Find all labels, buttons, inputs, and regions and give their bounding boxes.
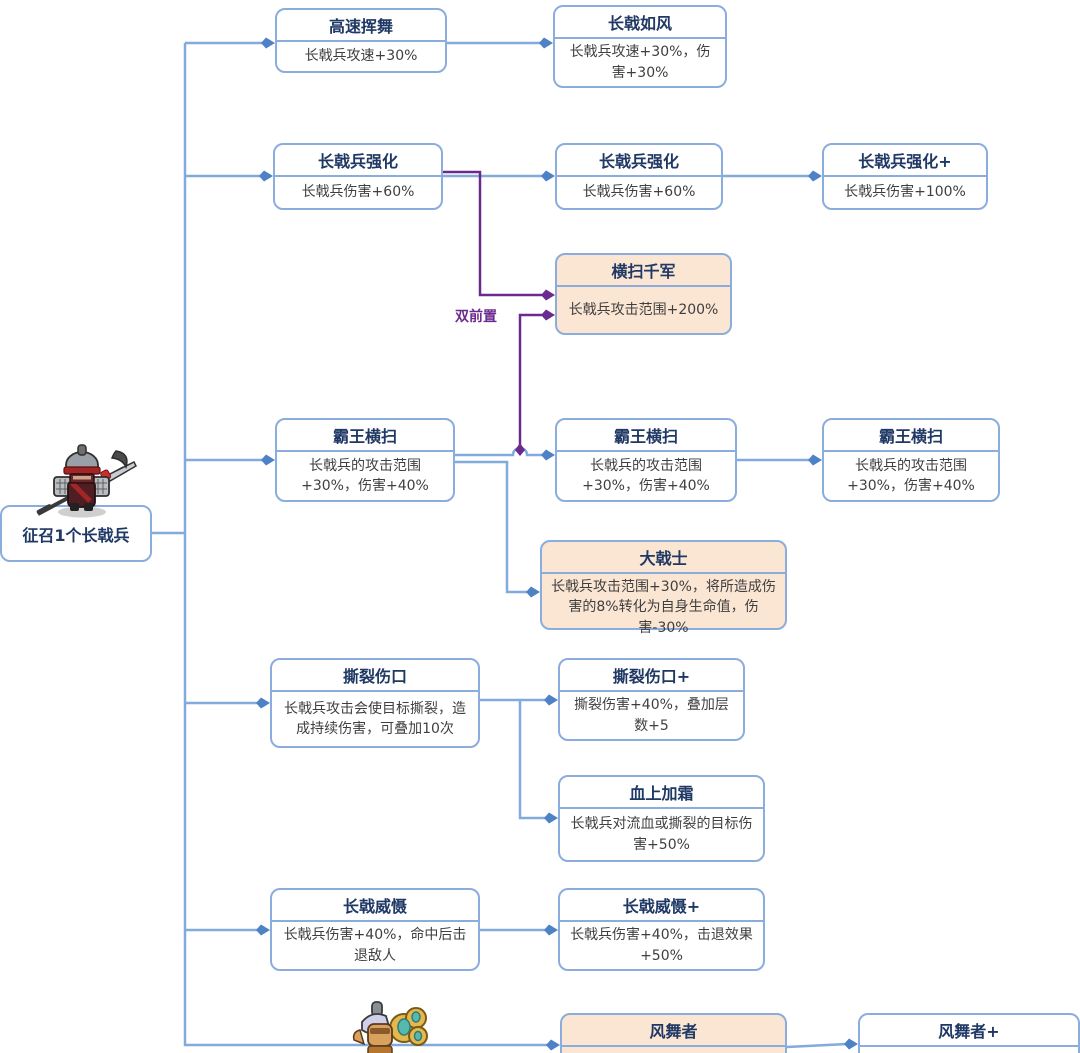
skill-node-sweep-thousand-armies[interactable]: 横扫千军 长戟兵攻击范围+200% (555, 253, 732, 335)
skill-description: 长戟兵攻击范围+200% (568, 301, 719, 318)
skill-node-halberd-deterrence-plus[interactable]: 长戟威慑+ 长戟兵伤害+40%，击退效果+50% (558, 888, 765, 971)
root-node-label: 征召1个长戟兵 (22, 525, 130, 545)
skill-description: 长戟兵伤害+60% (301, 184, 415, 201)
skill-description: 长戟兵伤害+40%，击退效果+50% (570, 927, 753, 964)
skill-title: 大戟士 (542, 542, 785, 574)
skill-description: 撕裂伤害+40%，叠加层数+5 (574, 697, 729, 734)
skill-title: 撕裂伤口 (272, 660, 478, 692)
skill-title: 长戟威慑 (272, 890, 478, 922)
skill-description: 长戟兵伤害+100% (844, 184, 966, 201)
skill-node-halberd-like-wind[interactable]: 长戟如风 长戟兵攻速+30%，伤害+30% (553, 5, 727, 88)
skill-node-overlord-sweep-2[interactable]: 霸王横扫 长戟兵的攻击范围+30%，伤害+40% (555, 418, 737, 502)
skill-title: 横扫千军 (557, 255, 730, 287)
skill-title: 霸王横扫 (824, 420, 998, 452)
skill-title: 霸王横扫 (277, 420, 453, 452)
skill-description: 长戟兵攻速+30% (304, 48, 418, 65)
skill-description: 长戟兵对流血或撕裂的目标伤害+50% (570, 816, 753, 853)
skill-node-great-halberdier[interactable]: 大戟士 长戟兵攻击范围+30%，将所造成伤害的8%转化为自身生命值，伤害-30% (540, 540, 787, 636)
skill-node-wind-dancer[interactable]: 风舞者 长戟兵攻击后释放3道小旋 (560, 1013, 787, 1053)
skill-title: 长戟兵强化 (557, 145, 721, 177)
skill-description: 长戟兵攻击范围+30%，将所造成伤害的8%转化为自身生命值，伤害-30% (551, 579, 776, 636)
skill-title: 长戟兵强化+ (824, 145, 986, 177)
halberdier-icon (28, 443, 142, 519)
skill-title: 长戟威慑+ (560, 890, 763, 922)
skill-description: 长戟兵攻速+30%，伤害+30% (569, 44, 711, 81)
skill-title: 霸王横扫 (557, 420, 735, 452)
skill-node-overlord-sweep-1[interactable]: 霸王横扫 长戟兵的攻击范围+30%，伤害+40% (275, 418, 455, 502)
skill-node-wind-dancer-plus[interactable]: 风舞者+ (858, 1013, 1080, 1053)
skill-node-overlord-sweep-3[interactable]: 霸王横扫 长戟兵的攻击范围+30%，伤害+40% (822, 418, 1000, 502)
skill-title: 长戟兵强化 (275, 145, 441, 177)
skill-title: 高速挥舞 (277, 10, 445, 42)
skill-description: 长戟兵的攻击范围+30%，伤害+40% (582, 457, 710, 494)
skill-title: 长戟如风 (555, 7, 725, 39)
skill-node-tearing-wound[interactable]: 撕裂伤口 长戟兵攻击会使目标撕裂，造成持续伤害，可叠加10次 (270, 658, 480, 748)
skill-description: 长戟兵攻击后释放3道小旋 (562, 1047, 785, 1053)
skill-node-high-speed-swing[interactable]: 高速挥舞 长戟兵攻速+30% (275, 8, 447, 73)
purple-arrowheads (515, 289, 555, 456)
wind-dancer-icon (338, 1000, 434, 1053)
skill-node-halberd-enhance-2[interactable]: 长戟兵强化 长戟兵伤害+60% (555, 143, 723, 210)
skill-node-halberd-enhance-1[interactable]: 长戟兵强化 长戟兵伤害+60% (273, 143, 443, 210)
skill-description (860, 1047, 1078, 1053)
skill-description: 长戟兵的攻击范围+30%，伤害+40% (847, 457, 975, 494)
skill-description: 长戟兵攻击会使目标撕裂，造成持续伤害，可叠加10次 (284, 700, 466, 737)
edge-label-dual-prerequisite: 双前置 (455, 309, 497, 325)
skill-description: 长戟兵伤害+60% (582, 184, 696, 201)
skill-node-blood-on-frost[interactable]: 血上加霜 长戟兵对流血或撕裂的目标伤害+50% (558, 775, 765, 862)
skill-description: 长戟兵的攻击范围+30%，伤害+40% (301, 457, 429, 494)
root-node-summon-halberdier[interactable]: 征召1个长戟兵 (0, 505, 152, 562)
skill-title: 风舞者 (562, 1015, 785, 1047)
skill-node-tearing-wound-plus[interactable]: 撕裂伤口+ 撕裂伤害+40%，叠加层数+5 (558, 658, 745, 741)
skill-node-halberd-enhance-plus[interactable]: 长戟兵强化+ 长戟兵伤害+100% (822, 143, 988, 210)
skill-description: 长戟兵伤害+40%，命中后击退敌人 (283, 927, 467, 964)
skill-title: 撕裂伤口+ (560, 660, 743, 692)
skill-node-halberd-deterrence[interactable]: 长戟威慑 长戟兵伤害+40%，命中后击退敌人 (270, 888, 480, 971)
skill-title: 风舞者+ (860, 1015, 1078, 1047)
skill-title: 血上加霜 (560, 777, 763, 809)
